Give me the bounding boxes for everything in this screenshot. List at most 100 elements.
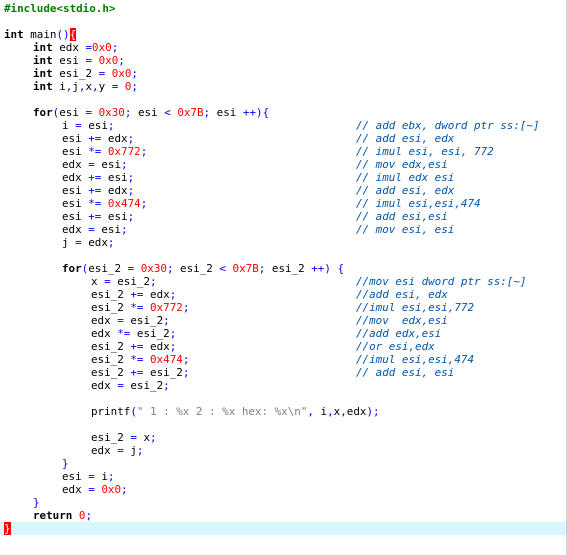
token-id: edx: [346, 405, 367, 418]
token-op: }: [33, 496, 40, 509]
token-op: ;: [150, 431, 157, 444]
token-id: esi: [62, 184, 89, 197]
token-op: +=: [130, 366, 144, 379]
code-comment: //or esi,edx: [356, 340, 435, 353]
token-op: ;: [140, 145, 148, 158]
code-line[interactable]: esi_2 *= 0x474;: [91, 353, 189, 366]
token-id: i: [313, 405, 328, 418]
code-line[interactable]: j = edx;: [62, 236, 114, 249]
code-line[interactable]: esi = i;: [62, 470, 114, 483]
token-op: ;: [136, 444, 144, 457]
token-op: ;: [111, 41, 119, 54]
code-line[interactable]: esi_2 = x;: [91, 431, 157, 444]
code-line[interactable]: for(esi = 0x30; esi < 0x7B; esi ++){: [33, 106, 269, 119]
code-line[interactable]: edx *= esi_2;: [91, 327, 176, 340]
code-comment: // mov edx,esi: [356, 158, 448, 171]
code-line[interactable]: }: [62, 457, 69, 470]
token-op: =: [88, 470, 95, 483]
token-op: ,: [78, 80, 86, 93]
code-comment: //mov edx,esi: [356, 314, 448, 327]
code-line[interactable]: esi_2 += esi_2;: [91, 366, 189, 379]
code-line[interactable]: edx = j;: [91, 444, 143, 457]
code-line[interactable]: printf(" 1 : %x 2 : %x hex: %x\n", i,x,e…: [91, 405, 380, 418]
code-line[interactable]: int edx =0x0;: [33, 41, 118, 54]
token-num: 0x0: [111, 67, 132, 80]
code-comment: // add esi, edx: [356, 132, 455, 145]
token-id: printf: [91, 405, 131, 418]
token-id: edx: [101, 184, 128, 197]
code-line[interactable]: esi += edx;: [62, 132, 134, 145]
token-op: =: [111, 80, 119, 93]
token-num: 0x0: [92, 41, 112, 54]
token-id: esi_2: [91, 431, 131, 444]
token-op: =: [130, 431, 137, 444]
code-line[interactable]: edx = esi;: [62, 223, 128, 236]
token-str: " 1 : %x 2 : %x hex: %x\n": [136, 405, 308, 418]
code-line[interactable]: edx = 0x0;: [62, 483, 128, 496]
token-id: esi: [81, 119, 108, 132]
token-id: y: [98, 80, 112, 93]
code-line[interactable]: esi += edx;: [62, 184, 134, 197]
code-line[interactable]: edx = esi_2;: [91, 379, 170, 392]
token-op: ;: [127, 171, 135, 184]
code-line[interactable]: for(esi_2 = 0x30; esi_2 < 0x7B; esi_2 ++…: [62, 262, 344, 275]
token-id: edx: [62, 223, 89, 236]
token-id: edx: [143, 288, 170, 301]
token-op: =: [117, 314, 124, 327]
code-comment: //imul esi,esi,772: [356, 301, 475, 314]
token-kw: return: [33, 509, 73, 522]
code-line[interactable]: int esi_2 = 0x0;: [33, 67, 138, 80]
token-id: edx: [143, 340, 170, 353]
token-id: esi_2: [130, 327, 170, 340]
token-op: ;: [258, 262, 266, 275]
token-op: ;: [121, 483, 128, 496]
code-line[interactable]: esi_2 += edx;: [91, 340, 176, 353]
matched-brace: {: [69, 28, 77, 41]
code-line[interactable]: edx = esi;: [62, 158, 128, 171]
code-line[interactable]: esi += esi;: [62, 210, 134, 223]
token-op: <: [164, 106, 171, 119]
code-comment: // add esi,esi: [356, 210, 448, 223]
token-op: *=: [88, 197, 102, 210]
token-op: <: [219, 262, 226, 275]
token-id: edx: [91, 444, 118, 457]
code-comment: // add ebx, dword ptr ss:[~]: [356, 119, 540, 132]
code-line[interactable]: esi *= 0x772;: [62, 145, 147, 158]
token-op: =: [104, 275, 111, 288]
code-line[interactable]: }: [4, 522, 11, 535]
code-line[interactable]: int main(){: [4, 28, 77, 41]
token-op: ;: [203, 106, 211, 119]
token-op: {: [337, 262, 345, 275]
code-line[interactable]: edx += esi;: [62, 171, 134, 184]
matched-brace: }: [4, 522, 11, 535]
code-line[interactable]: return 0;: [33, 509, 92, 522]
token-id: esi_2: [52, 67, 99, 80]
token-id: esi: [52, 54, 86, 67]
code-line[interactable]: esi_2 *= 0x772;: [91, 301, 189, 314]
code-line[interactable]: int i,j,x,y = 0;: [33, 80, 138, 93]
token-kw: int: [33, 54, 53, 67]
token-id: esi_2: [91, 366, 131, 379]
token-num: 0x30: [140, 262, 167, 275]
token-op: ,: [327, 405, 334, 418]
token-op: ;: [107, 236, 115, 249]
token-num: 0x30: [98, 106, 125, 119]
code-line[interactable]: int esi = 0x0;: [33, 54, 125, 67]
token-id: j: [62, 236, 76, 249]
token-id: esi: [101, 171, 128, 184]
code-line[interactable]: x = esi_2;: [91, 275, 157, 288]
code-line[interactable]: esi *= 0x474;: [62, 197, 147, 210]
code-line[interactable]: edx = esi_2;: [91, 314, 170, 327]
token-id: esi: [210, 106, 243, 119]
code-line[interactable]: esi_2 += edx;: [91, 288, 176, 301]
code-comment: //mov esi dword ptr ss:[~]: [356, 275, 527, 288]
code-line[interactable]: }: [33, 496, 40, 509]
code-line[interactable]: i = esi;: [62, 119, 114, 132]
token-op: =: [85, 41, 93, 54]
token-kw: int: [4, 28, 24, 41]
token-op: ;: [182, 353, 190, 366]
token-op: ;: [163, 314, 170, 327]
code-line[interactable]: #include<stdio.h>: [4, 2, 115, 15]
token-id: esi_2: [143, 366, 183, 379]
